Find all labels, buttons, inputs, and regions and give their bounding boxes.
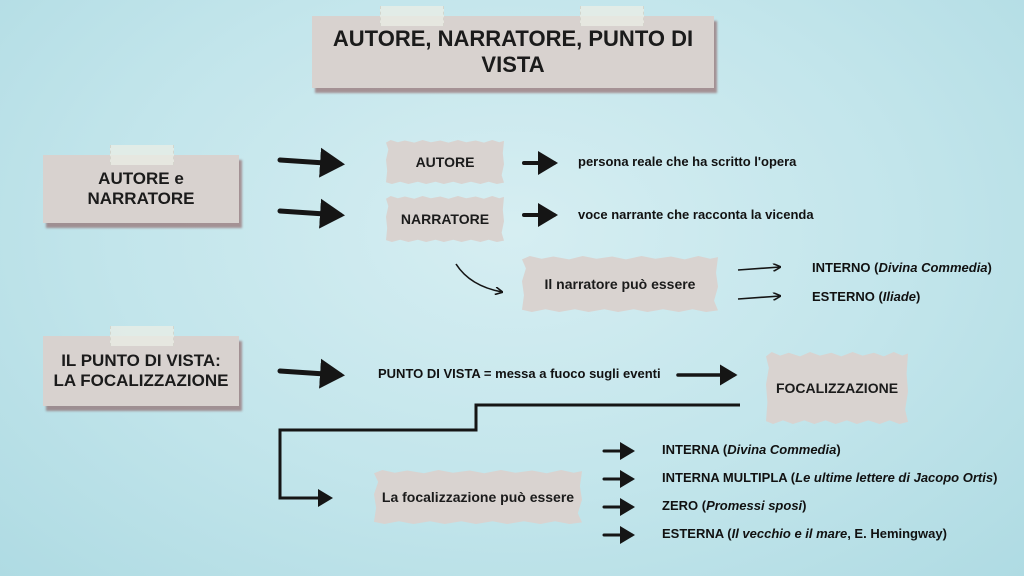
option-interno: INTERNO (Divina Commedia) [812, 260, 992, 275]
page-title-text: AUTORE, NARRATORE, PUNTO DI VISTA [332, 26, 694, 77]
option-zero: ZERO (Promessi sposi) [662, 498, 807, 513]
focalizzazione-label: FOCALIZZAZIONE [775, 380, 899, 396]
tape-decoration [110, 326, 174, 346]
tape-decoration [380, 6, 444, 26]
connector-focalizzazione-can-be [278, 403, 740, 507]
narratore-can-be-label: Il narratore può essere [544, 276, 696, 292]
arrow-interno [737, 267, 780, 270]
focalizzazione-can-be-box: La focalizzazione può essere [374, 470, 582, 524]
punto-di-vista-definition: PUNTO DI VISTA = messa a fuoco sugli eve… [378, 366, 661, 381]
focalizzazione-box: FOCALIZZAZIONE [766, 352, 908, 424]
option-esterna: ESTERNA (Il vecchio e il mare, E. Heming… [662, 526, 947, 541]
arrow-to-narratore [277, 198, 345, 229]
section-label-autore-narratore: AUTORE e NARRATORE [43, 155, 239, 223]
arrow-to-punto-di-vista [277, 358, 345, 389]
option-esterno: ESTERNO (Iliade) [812, 289, 921, 304]
section-label-line1: IL PUNTO DI VISTA: [61, 351, 221, 370]
autore-definition: persona reale che ha scritto l'opera [578, 154, 797, 169]
narratore-can-be-box: Il narratore può essere [522, 256, 718, 312]
section-label-text: AUTORE e NARRATORE [87, 169, 195, 208]
arrow-to-autore [277, 147, 345, 178]
autore-label: AUTORE [415, 154, 475, 170]
narratore-label: NARRATORE [400, 211, 490, 227]
arrow-narratore-can-be [455, 263, 502, 292]
option-interna: INTERNA (Divina Commedia) [662, 442, 841, 457]
section-label-line2: LA FOCALIZZAZIONE [53, 371, 229, 390]
narratore-definition: voce narrante che racconta la vicenda [578, 207, 814, 222]
page-title: AUTORE, NARRATORE, PUNTO DI VISTA [312, 16, 714, 88]
tape-decoration [580, 6, 644, 26]
section-label-punto-di-vista: IL PUNTO DI VISTA: LA FOCALIZZAZIONE [43, 336, 239, 406]
narratore-box: NARRATORE [386, 196, 504, 242]
autore-box: AUTORE [386, 140, 504, 184]
option-interna-multipla: INTERNA MULTIPLA (Le ultime lettere di J… [662, 470, 998, 485]
focalizzazione-can-be-label: La focalizzazione può essere [381, 489, 575, 505]
tape-decoration [110, 145, 174, 165]
arrow-esterno [737, 296, 780, 299]
